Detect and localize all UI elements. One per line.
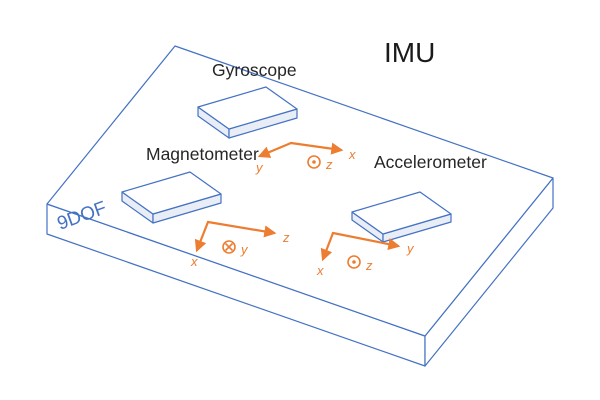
magnetometer-axes: x z y: [190, 220, 290, 269]
accelerometer-y-axis-arrow-icon: [331, 231, 401, 251]
accelerometer-x-axis-arrow-icon: [320, 231, 335, 262]
accelerometer-y-axis-label: y: [406, 241, 415, 256]
accelerometer-chip-top-face: [351, 191, 452, 235]
accelerometer-z-out-of-plane-icon: [347, 255, 361, 269]
imu-title: IMU: [384, 37, 435, 68]
gyroscope-label: Gyroscope: [212, 60, 297, 80]
board-top-face: [46, 45, 554, 337]
accelerometer-chip: [351, 191, 452, 243]
magnetometer-y-axis-label: y: [240, 242, 249, 257]
gyroscope-chip-top-face: [197, 86, 298, 130]
magnetometer-chip: [121, 171, 222, 224]
magnetometer-z-axis-label: z: [282, 230, 290, 245]
magnetometer-y-into-plane-icon: [222, 240, 236, 254]
magnetometer-x-axis-label: x: [190, 254, 198, 269]
accelerometer-axes: x y z: [316, 231, 415, 278]
magnetometer-z-axis-arrow-icon: [206, 220, 277, 238]
gyroscope-x-axis-label: x: [348, 147, 356, 162]
accelerometer-z-axis-label: z: [365, 258, 373, 273]
gyroscope-y-axis-arrow-icon: [257, 141, 293, 158]
magnetometer-label: Magnetometer: [146, 144, 259, 164]
gyroscope-axes: y x z: [255, 141, 356, 175]
gyroscope-chip: [197, 86, 298, 139]
magnetometer-x-axis-arrow-icon: [194, 220, 210, 253]
gyroscope-z-out-of-plane-icon: [307, 155, 321, 169]
gyroscope-x-axis-arrow-icon: [289, 141, 344, 155]
accelerometer-x-axis-label: x: [316, 263, 324, 278]
magnetometer-chip-top-face: [121, 171, 222, 215]
accelerometer-label: Accelerometer: [374, 152, 487, 172]
circuit-board: [46, 45, 554, 367]
gyroscope-y-axis-label: y: [255, 160, 264, 175]
gyroscope-z-axis-label: z: [325, 157, 333, 172]
